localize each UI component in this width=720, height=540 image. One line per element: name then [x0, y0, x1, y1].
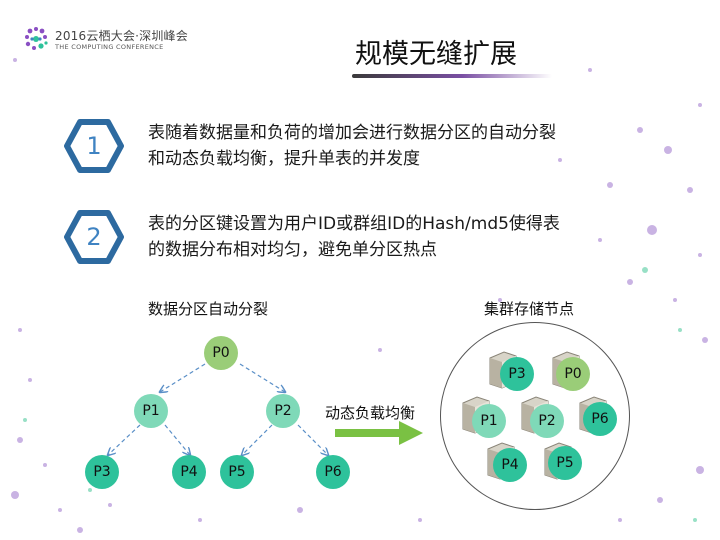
page-title: 规模无缝扩展	[355, 39, 517, 70]
partition-node: P3	[85, 455, 119, 489]
partition-node: P6	[316, 455, 350, 489]
cluster-partition: P3	[500, 357, 534, 391]
arrow-right-icon	[335, 421, 423, 445]
partition-node: P5	[220, 455, 254, 489]
point-1-text: 表随着数据量和负荷的增加会进行数据分区的自动分裂 和动态负载均衡，提升单表的并发…	[148, 120, 668, 172]
tree-edge	[160, 363, 206, 392]
point-1-line-2: 和动态负载均衡，提升单表的并发度	[148, 149, 420, 169]
cluster-partition: P6	[583, 402, 617, 436]
point-1-line-1: 表随着数据量和负荷的增加会进行数据分区的自动分裂	[148, 123, 556, 143]
logo-subtitle: THE COMPUTING CONFERENCE	[55, 43, 164, 51]
tree-edge	[242, 424, 273, 455]
title-underline	[352, 74, 552, 78]
point-2-line-2: 的数据分布相对均匀，避免单分区热点	[148, 240, 437, 260]
cluster-partition: P4	[493, 448, 527, 482]
partition-node: P4	[172, 455, 206, 489]
tree-edge	[297, 424, 328, 455]
cluster-label: 集群存储节点	[484, 300, 575, 318]
partition-node: P0	[204, 336, 238, 370]
partition-node: P2	[266, 394, 300, 428]
logo-title: 2016云栖大会·深圳峰会	[55, 29, 188, 43]
cluster-partition: P2	[530, 404, 564, 438]
tree-edge	[108, 424, 141, 455]
arrow-label: 动态负载均衡	[325, 404, 416, 422]
tree-edge	[239, 363, 285, 392]
point-number: 2	[86, 223, 102, 251]
tree-label: 数据分区自动分裂	[148, 300, 269, 318]
cluster-partition: P5	[548, 446, 582, 480]
point-2-text: 表的分区键设置为用户ID或群组ID的Hash/md5使得表 的数据分布相对均匀，…	[148, 211, 668, 263]
cluster-partition: P0	[556, 357, 590, 391]
hexagon-icon	[64, 119, 124, 173]
point-2-line-1: 表的分区键设置为用户ID或群组ID的Hash/md5使得表	[148, 214, 560, 234]
conference-logo-icon	[25, 27, 48, 50]
cluster-partition: P1	[472, 404, 506, 438]
point-number: 1	[86, 132, 102, 160]
partition-node: P1	[134, 394, 168, 428]
hexagon-icon	[64, 210, 124, 264]
